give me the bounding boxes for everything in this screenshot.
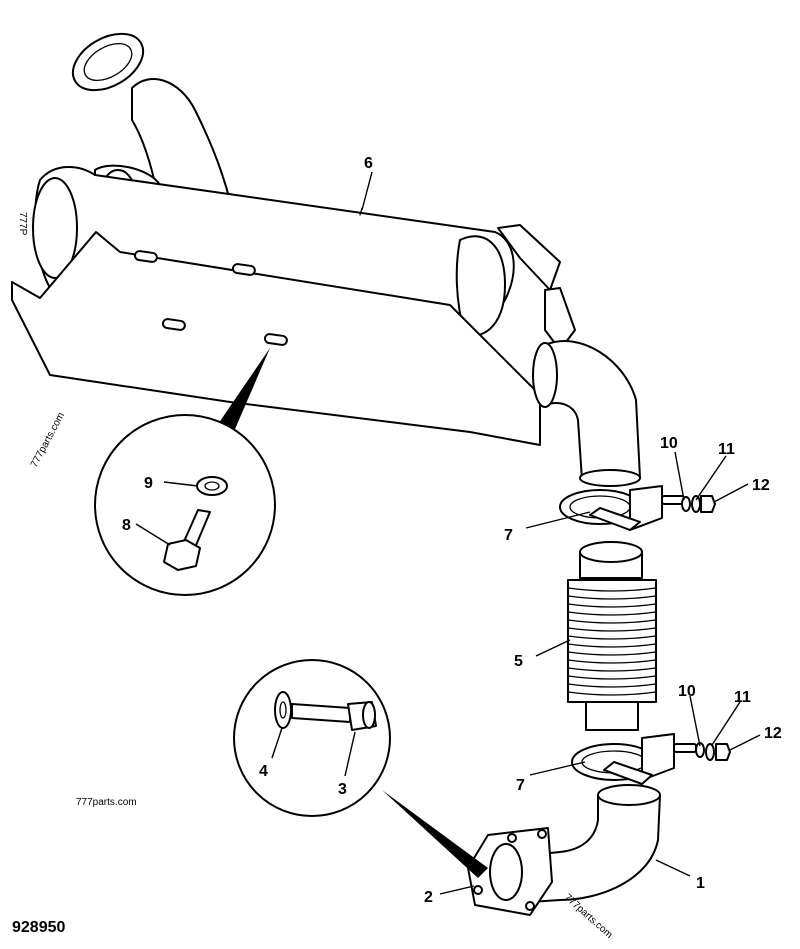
callout-12-lower: 12 [764,725,782,742]
callout-9: 9 [144,475,153,492]
watermark-bottom: 777parts.com [562,892,614,941]
callout-10-upper: 10 [660,435,678,452]
flex-pipe-rib [567,651,657,656]
flex-pipe-rib [567,627,657,632]
flex-pipe-rib [567,619,657,624]
flex-pipe-rib [567,587,657,592]
watermark-edge: 777P [17,212,28,236]
detail-circle-upper [94,348,276,596]
flex-pipe-rib [567,675,657,680]
watermark-middle: 777parts.com [76,797,137,808]
callout-10-lower: 10 [678,683,696,700]
callout-7-upper: 7 [504,527,513,544]
flexible-pipe [567,541,657,731]
flex-pipe-rib [567,683,657,688]
mounting-bracket [11,224,576,446]
callout-6: 6 [364,155,373,172]
callout-2: 2 [424,889,433,906]
callout-4: 4 [259,763,268,780]
flex-pipe-rib [567,635,657,640]
watermark-left: 777parts.com [29,411,67,470]
leader-lines [135,171,761,895]
callouts: 6 7 10 11 12 5 10 11 12 7 1 2 9 8 4 3 [122,155,782,906]
flex-pipe-rib [567,659,657,664]
callout-3: 3 [338,781,347,798]
flex-pipe-rib [567,611,657,616]
inlet-elbow [467,784,661,916]
callout-5: 5 [514,653,523,670]
flex-pipe-rib [567,667,657,672]
callout-7-lower: 7 [516,777,525,794]
callout-8: 8 [122,517,131,534]
callout-11-lower: 11 [734,689,751,706]
flex-pipe-rib [567,691,657,696]
drawing-number: 928950 [12,919,65,936]
clamp-lower [571,733,731,785]
outlet-elbow [532,340,641,487]
flex-pipe-rib [567,643,657,648]
callout-12-upper: 12 [752,477,770,494]
callout-1: 1 [696,875,705,892]
flex-pipe-rib [567,595,657,600]
clamp-upper [559,485,716,531]
flex-pipe-rib [567,603,657,608]
callout-11-upper: 11 [718,441,735,458]
detail-circle-lower [233,659,488,878]
